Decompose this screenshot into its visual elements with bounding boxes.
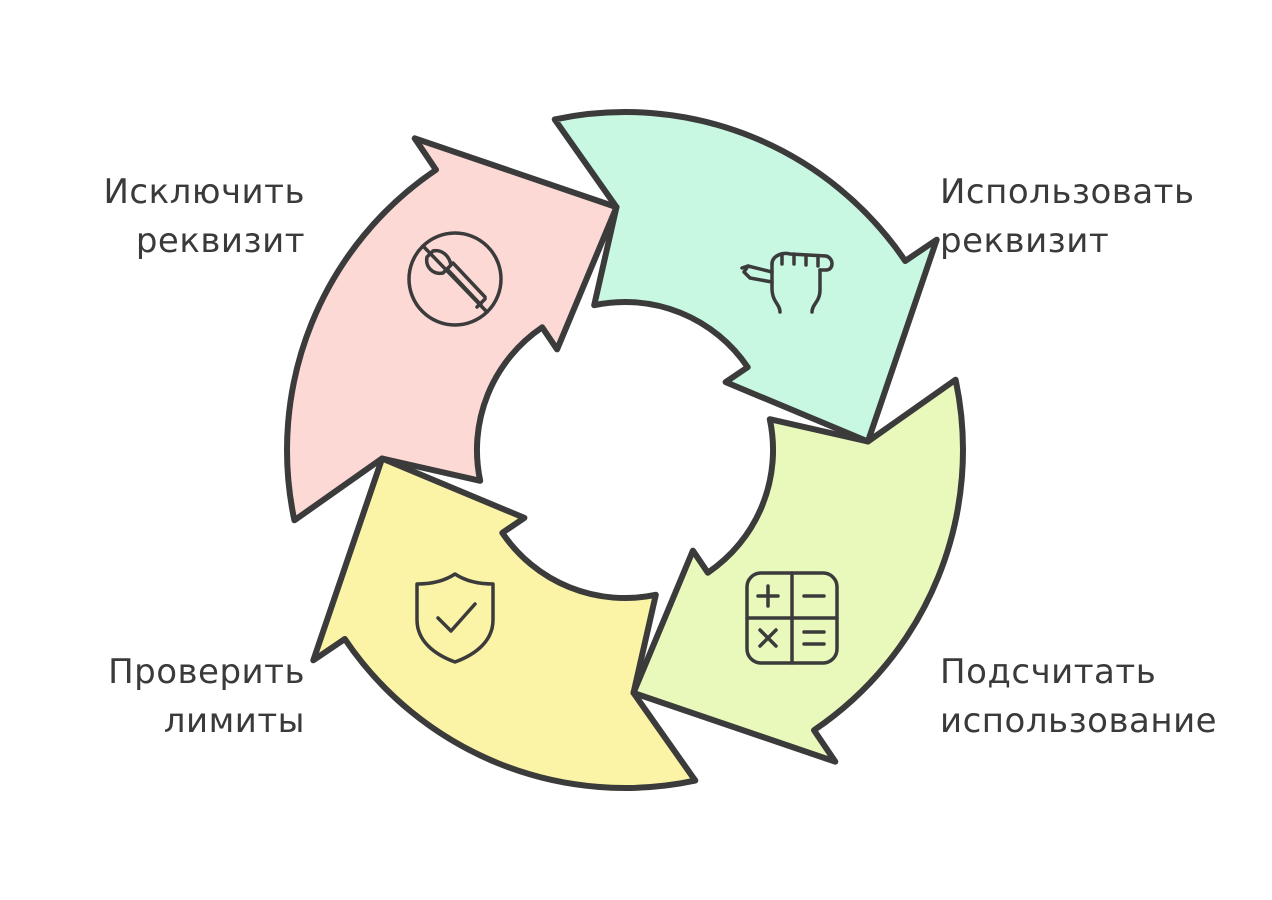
arc-exclude <box>284 135 620 524</box>
arc-use <box>551 109 940 445</box>
no-tool-icon <box>407 231 503 327</box>
label-use-line2: реквизит <box>940 221 1109 261</box>
calculator-icon <box>745 571 839 665</box>
label-check-line2: лимиты <box>164 701 305 741</box>
arc-count <box>630 376 966 765</box>
arc-fill-use <box>554 112 937 442</box>
label-exclude-line1: Исключить <box>103 172 305 212</box>
arc-fill-exclude <box>287 138 617 521</box>
label-exclude-line2: реквизит <box>136 221 305 261</box>
label-check-line1: Проверить <box>108 652 305 692</box>
cycle-ring <box>284 109 966 791</box>
label-use-line1: Использовать <box>940 172 1195 212</box>
label-count-line2: использование <box>940 701 1217 741</box>
label-count-line1: Подсчитать <box>940 652 1156 692</box>
arc-fill-count <box>633 379 963 762</box>
shield-check-icon <box>415 572 495 664</box>
arc-check <box>310 455 699 791</box>
hand-pen-icon <box>740 251 834 314</box>
arc-fill-check <box>313 458 696 788</box>
